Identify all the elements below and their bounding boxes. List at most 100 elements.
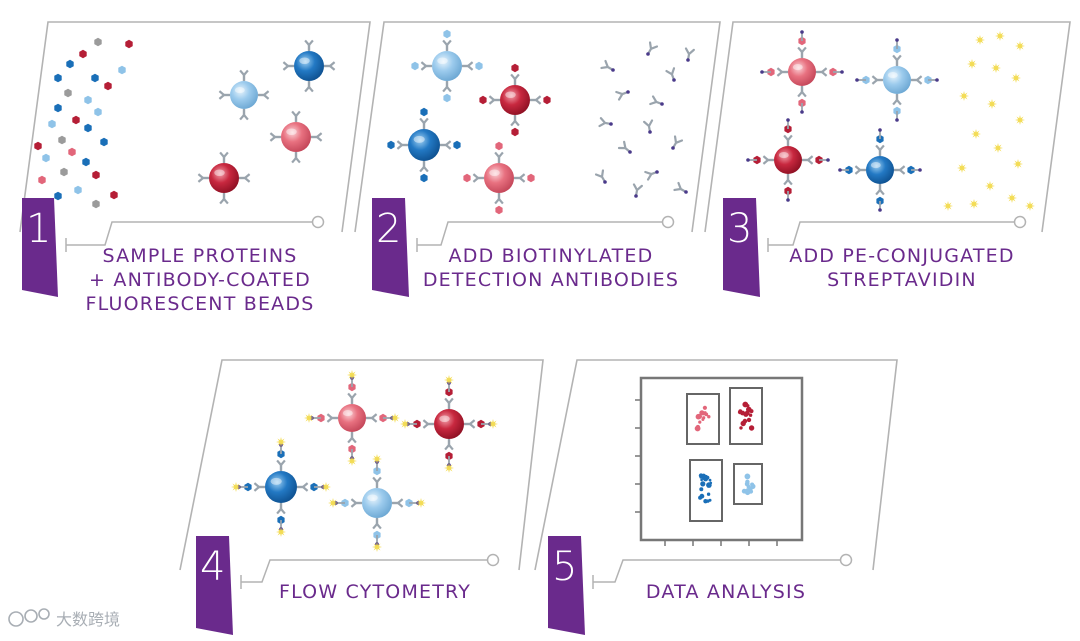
streptavidin-pe-icon [1015, 41, 1025, 51]
antigen-icon [68, 147, 76, 157]
scatter-dot [699, 487, 704, 492]
connector-3-end [1013, 215, 1027, 229]
step-1-label: SAMPLE PROTEINS + ANTIBODY-COATED FLUORE… [86, 245, 315, 315]
bead-pink-captured [463, 141, 535, 215]
scatter-dot [697, 413, 702, 419]
antigen-icon [110, 190, 118, 200]
antigen-icon [66, 59, 74, 69]
antibody-icon [615, 90, 630, 101]
streptavidin-pe-icon [987, 99, 997, 109]
antigen-icon [84, 123, 92, 133]
panel-3-frame [704, 21, 1071, 233]
scatter-dot [698, 495, 703, 500]
streptavidin-pe-icon [985, 181, 995, 191]
scatter-dot [702, 416, 706, 420]
scatter-dot [746, 417, 752, 423]
streptavidin-pe-icon [943, 201, 953, 211]
antigen-icon [100, 137, 108, 147]
connector-5-end [839, 553, 853, 567]
bead-pink [269, 110, 323, 164]
panel-4-frame [179, 359, 544, 571]
scatter-dot [706, 492, 711, 496]
step-5-number: 5 [552, 544, 577, 590]
bead-red-labelled [400, 375, 498, 473]
antigen-icon [58, 135, 66, 145]
connector-1-end [311, 215, 325, 229]
antigen-icon [118, 65, 126, 75]
panel-frames [19, 21, 1071, 571]
scatter-dot [708, 478, 712, 482]
gate-top-right [729, 387, 763, 445]
streptavidin-pe-icon [1007, 193, 1017, 203]
streptavidin-pe-icon [975, 35, 985, 45]
scatter-dot [737, 409, 743, 415]
step-2-label-line-1: ADD BIOTINYLATED [449, 245, 654, 267]
step-1-number: 1 [26, 206, 51, 252]
bead-blue [282, 39, 336, 93]
scatter-dot [748, 425, 755, 431]
antigen-icon [79, 49, 87, 59]
panel-1-frame [19, 21, 371, 233]
streptavidin-pe-icon [959, 91, 969, 101]
step-1-badge: 1 [22, 198, 58, 297]
bead-blue-biotin [838, 128, 922, 212]
antigen-icon [92, 199, 100, 209]
streptavidin-pe-icon [969, 199, 979, 209]
streptavidin-pe-icon [991, 63, 1001, 73]
scatter-dot [700, 481, 706, 487]
connector-2-end [661, 215, 675, 229]
gate-bottom-right [733, 463, 763, 505]
antigen-icon [92, 170, 100, 180]
streptavidin-pe-icon [995, 31, 1005, 41]
step-1-label-line-3: FLUORESCENT BEADS [86, 293, 315, 315]
scatter-dot [744, 488, 750, 494]
bead-red-captured [479, 63, 551, 137]
antigen-icon [94, 37, 102, 47]
scatter-dot [708, 498, 712, 502]
connector-5 [593, 559, 840, 583]
step-3-label-line-2: STREPTAVIDIN [827, 269, 977, 291]
streptavidin-pe-icon [1011, 73, 1021, 83]
step-3-label: ADD PE-CONJUGATED STREPTAVIDIN [789, 245, 1013, 291]
gate-top-left [686, 393, 720, 445]
step-5-label: DATA ANALYSIS [646, 581, 806, 603]
connector-4 [241, 559, 487, 583]
scatter-dot [701, 473, 706, 479]
bead-light-blue-labelled [328, 454, 426, 552]
step-1-label-line-1: SAMPLE PROTEINS [103, 245, 298, 267]
bead-light-blue [218, 69, 270, 121]
streptavidin-pe-icon [993, 143, 1003, 153]
streptavidin-pe-icon [1025, 201, 1035, 211]
free-particles [34, 31, 1035, 211]
step-connectors [65, 215, 1027, 589]
step-4-label: FLOW CYTOMETRY [279, 581, 471, 603]
step-2-label-line-2: DETECTION ANTIBODIES [423, 269, 679, 291]
bead-red-biotin [746, 118, 830, 202]
connector-1 [66, 221, 312, 246]
antigen-icon [104, 81, 112, 91]
antigen-icon [125, 39, 133, 49]
scatter-dot [746, 406, 752, 413]
streptavidin-pe-icon [957, 163, 967, 173]
bead-red [197, 151, 251, 205]
connector-3 [768, 221, 1014, 246]
step-2-label: ADD BIOTINYLATED DETECTION ANTIBODIES [423, 245, 679, 291]
step-1-label-line-2: + ANTIBODY-COATED [89, 269, 311, 291]
bead-light-blue-biotin [855, 38, 939, 122]
scatter-dot [706, 482, 712, 488]
antibody-icon [644, 170, 659, 181]
bead-light-blue-captured [411, 29, 483, 103]
scatter-dot [702, 412, 706, 416]
antigen-icon [48, 119, 56, 129]
bead-blue-captured [387, 107, 461, 183]
antigen-icon [84, 95, 92, 105]
scatter-dot [698, 420, 702, 424]
panel-2-frame [354, 21, 721, 233]
gate-bottom-left [689, 459, 723, 522]
panel-5-frame [534, 359, 898, 571]
scatter-dot [700, 478, 703, 482]
bead-pink-biotin [760, 30, 844, 114]
step-2-number: 2 [376, 206, 401, 252]
antigen-icon [38, 175, 46, 185]
